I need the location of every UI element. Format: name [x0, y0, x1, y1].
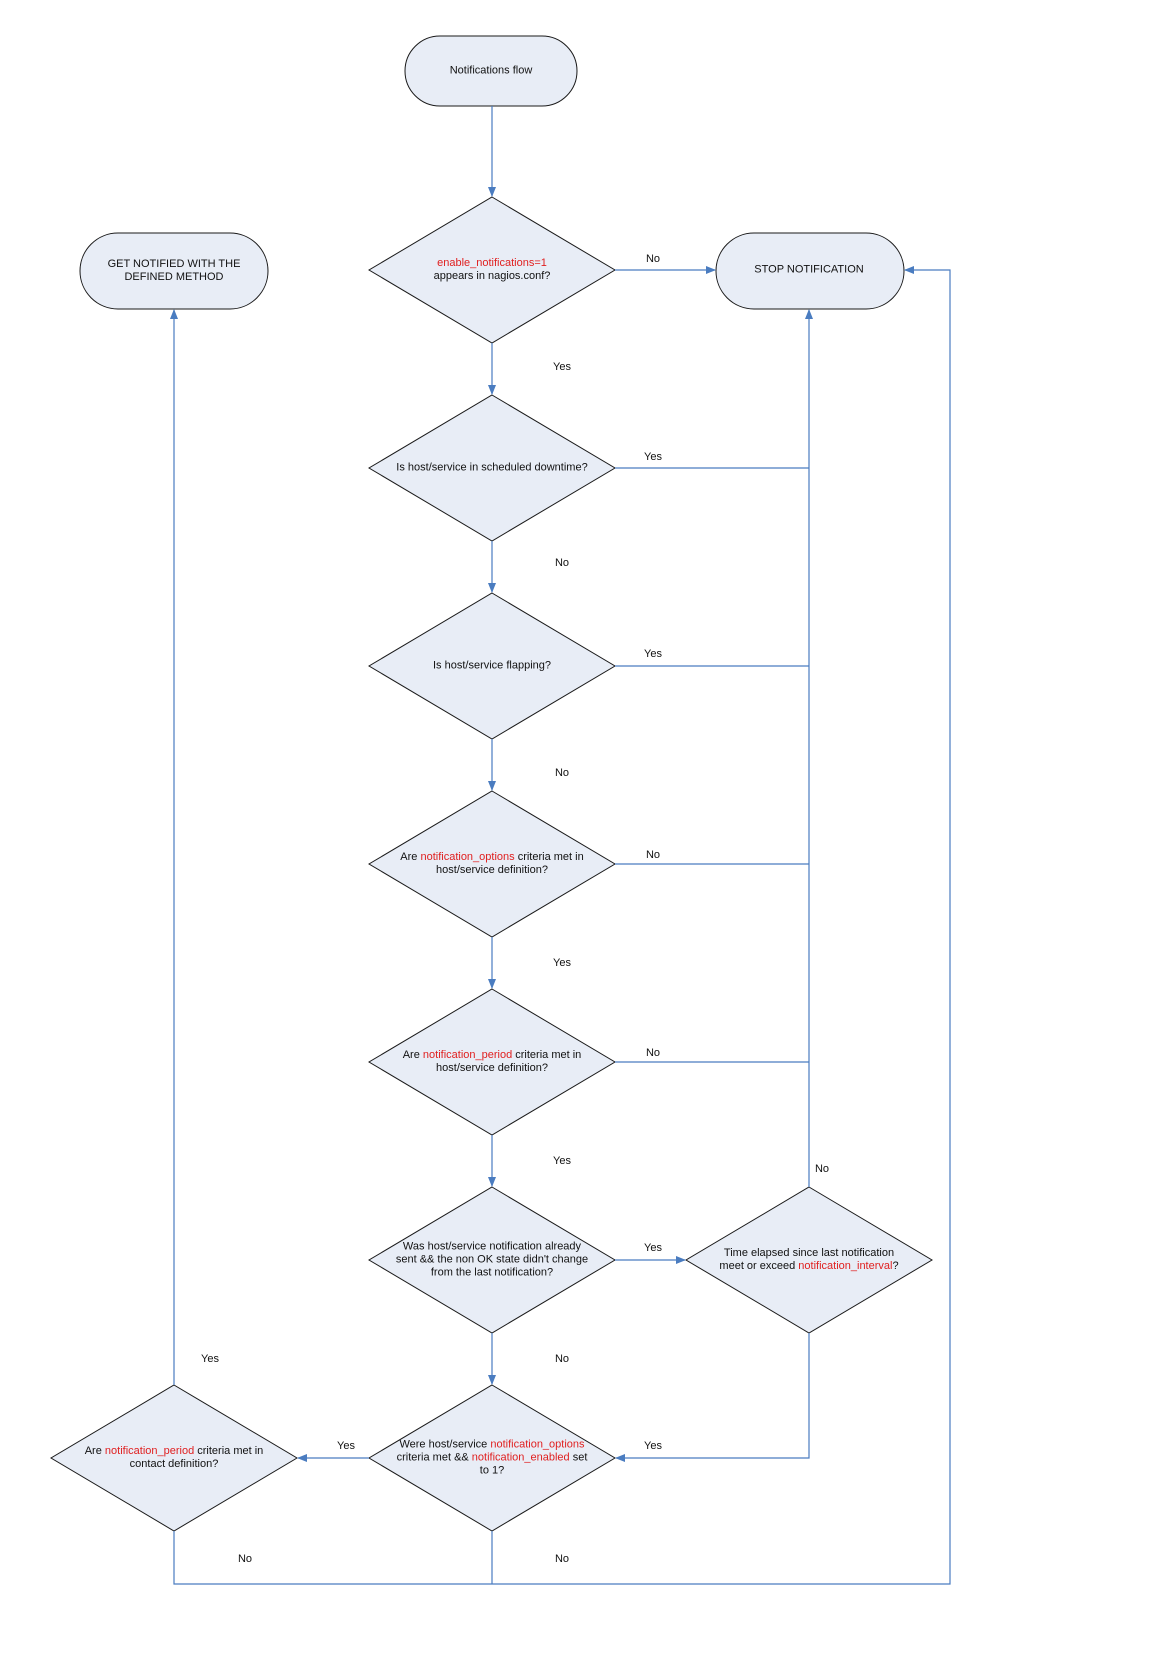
- d8-pre: Were host/service: [399, 1438, 491, 1451]
- edge-label-d4-yes: Yes: [553, 957, 571, 969]
- get-notified-line1: GET NOTIFIED WITH THE: [107, 258, 241, 270]
- d7-highlight: notification_interval: [798, 1260, 893, 1272]
- d6-line3: from the last notification?: [430, 1266, 554, 1279]
- d4-label: Are notification_options criteria met in…: [400, 851, 583, 877]
- d7-pre: meet or exceed: [719, 1260, 799, 1272]
- d4-highlight: notification_options: [420, 851, 515, 863]
- d1-label: enable_notifications=1 appears in nagios…: [434, 257, 551, 283]
- d8-pre2: criteria met &&: [396, 1451, 472, 1464]
- d5-highlight: notification_period: [422, 1049, 513, 1061]
- d4-pre: Are: [400, 851, 421, 863]
- d2-label: Is host/service in scheduled downtime?: [396, 462, 587, 475]
- edge-label-d3-yes: Yes: [644, 648, 662, 660]
- d1-line2: appears in nagios.conf?: [433, 270, 551, 282]
- get-notified-label: GET NOTIFIED WITH THE DEFINED METHOD: [108, 258, 241, 284]
- d9-pre: Are: [84, 1445, 105, 1457]
- d4-post: criteria met in: [514, 851, 584, 863]
- connector-no-bus-to-stop: [173, 266, 951, 1585]
- d8-highlight: notification_options: [490, 1438, 585, 1451]
- d4-line2: host/service definition?: [436, 864, 548, 876]
- edge-label-d3-no: No: [554, 767, 570, 779]
- edge-label-d2-no: No: [554, 557, 570, 569]
- d5-line2: host/service definition?: [436, 1062, 548, 1074]
- d6-label: Was host/service notification already se…: [396, 1241, 588, 1280]
- d9-label: Are notification_period criteria met in …: [85, 1445, 264, 1471]
- edge-label-d7-yes: Yes: [644, 1440, 662, 1452]
- d6-line2: sent && the non OK state didn't change: [395, 1253, 589, 1266]
- edge-label-d6-no: No: [554, 1353, 570, 1365]
- d9-line2: contact definition?: [129, 1458, 219, 1470]
- d9-highlight: notification_period: [104, 1445, 195, 1457]
- d7-label: Time elapsed since last notification mee…: [719, 1247, 898, 1273]
- edge-label-d4-no: No: [645, 849, 661, 861]
- d8-label: Were host/service notification_options c…: [397, 1439, 588, 1478]
- edge-label-d9-yes: Yes: [201, 1353, 219, 1365]
- start-label: Notifications flow: [450, 65, 533, 78]
- d3-text: Is host/service flapping?: [432, 659, 552, 672]
- get-notified-line2: DEFINED METHOD: [124, 271, 224, 283]
- edge-label-d1-no: No: [645, 253, 661, 265]
- edge-label-d5-yes: Yes: [553, 1155, 571, 1167]
- d3-label: Is host/service flapping?: [433, 660, 551, 673]
- d7-post: ?: [892, 1260, 899, 1272]
- edge-label-d9-no: No: [237, 1553, 253, 1565]
- edge-label-d8-yes: Yes: [337, 1440, 355, 1452]
- connector-d7-yes-to-d8: [615, 1333, 810, 1462]
- edge-label-d5-no: No: [645, 1047, 661, 1059]
- stop-notification-label: STOP NOTIFICATION: [754, 264, 863, 277]
- d6-line1: Was host/service notification already: [402, 1240, 582, 1253]
- edge-label-d7-no: No: [814, 1163, 830, 1175]
- d5-post: criteria met in: [512, 1049, 582, 1061]
- start-terminator: [404, 35, 578, 107]
- d1-highlight: enable_notifications=1: [437, 257, 547, 269]
- d7-line1: Time elapsed since last notification: [723, 1247, 895, 1259]
- edge-label-d1-yes: Yes: [553, 361, 571, 373]
- d8-post2: set: [569, 1451, 588, 1464]
- d2-text: Is host/service in scheduled downtime?: [396, 461, 588, 474]
- d5-label: Are notification_period criteria met in …: [403, 1049, 582, 1075]
- stop-notification-text: STOP NOTIFICATION: [754, 263, 864, 276]
- d9-post: criteria met in: [194, 1445, 264, 1457]
- edge-label-d6-yes: Yes: [644, 1242, 662, 1254]
- d8-highlight2: notification_enabled: [471, 1451, 570, 1464]
- start-text: Notifications flow: [449, 64, 533, 77]
- edge-label-d8-no: No: [554, 1553, 570, 1565]
- d8-line3: to 1?: [479, 1464, 505, 1477]
- edge-label-d2-yes: Yes: [644, 451, 662, 463]
- d5-pre: Are: [402, 1049, 423, 1061]
